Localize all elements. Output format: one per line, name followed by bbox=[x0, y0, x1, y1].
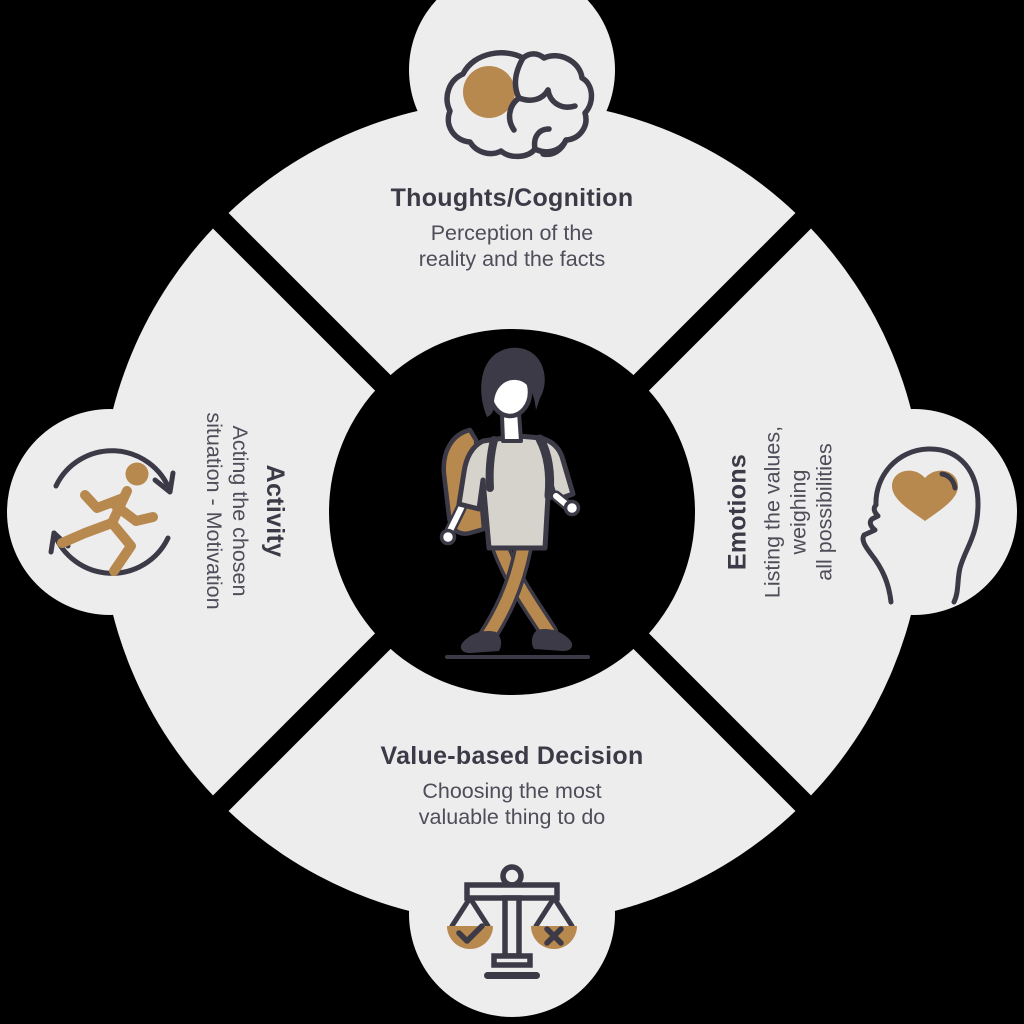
shoe-right bbox=[531, 629, 573, 651]
walking-person-illustration bbox=[439, 347, 590, 659]
scales-base bbox=[491, 953, 533, 968]
hand-right bbox=[563, 499, 581, 517]
head-profile-outline bbox=[860, 446, 981, 605]
person-legs bbox=[477, 539, 559, 647]
x-mark bbox=[544, 926, 564, 946]
scales-strings bbox=[449, 895, 575, 929]
heart-shape bbox=[892, 470, 958, 521]
hand-left bbox=[439, 528, 457, 546]
running-figure bbox=[57, 462, 158, 576]
backpack-strap-front bbox=[535, 434, 555, 501]
balance-scales-icon bbox=[447, 864, 577, 979]
scales-column bbox=[502, 895, 522, 959]
scales-ground bbox=[484, 972, 540, 979]
head-with-heart-icon bbox=[860, 446, 981, 605]
hair bbox=[481, 347, 545, 417]
brain-accent-dot bbox=[463, 66, 515, 118]
running-figure-cycle-icon bbox=[48, 448, 176, 576]
backpack-strap-back bbox=[485, 436, 498, 492]
shoe-left bbox=[460, 631, 502, 653]
heart-shine-accent bbox=[939, 471, 958, 491]
check-mark bbox=[456, 923, 485, 944]
badge-left bbox=[7, 409, 213, 615]
brain-icon bbox=[444, 50, 595, 160]
